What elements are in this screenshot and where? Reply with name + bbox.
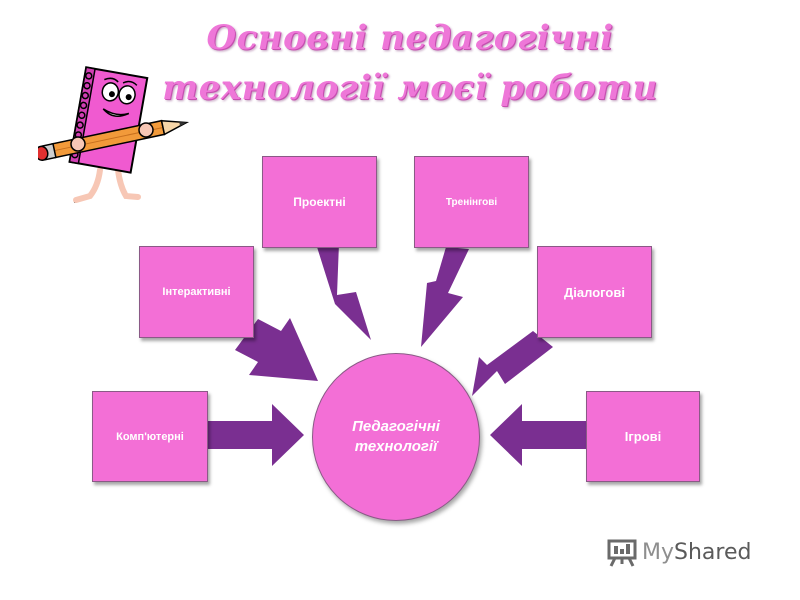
arrow-game [490,404,586,466]
node-interactive: Інтерактивні [139,246,254,338]
arrow-project [317,243,371,340]
watermark-shared: Shared [674,539,752,565]
node-computer-label: Комп'ютерні [116,430,184,443]
title-line-2: технології моєї роботи [162,68,658,108]
arrow-interactive [235,318,318,381]
node-project: Проектні [262,156,377,248]
node-game: Ігрові [586,391,700,482]
node-dialog-label: Діалогові [564,284,625,300]
center-hub-label: Педагогічні технології [352,418,440,455]
notebook-pencil-mascot-icon [38,66,190,203]
watermark-my: My [642,539,675,565]
node-training-label: Тренінгові [445,196,498,208]
node-project-label: Проектні [293,195,346,209]
title-line-1: Основні педагогічні [206,18,614,58]
arrow-dialog [472,331,553,396]
arrow-computer [208,404,304,466]
node-dialog: Діалогові [537,246,652,338]
center-hub: Педагогічні технології [312,353,480,521]
node-computer: Комп'ютерні [92,391,208,482]
node-interactive-label: Інтерактивні [162,286,231,298]
node-training: Тренінгові [414,156,529,248]
presentation-board-icon [607,539,637,567]
arrow-training [421,247,469,347]
node-game-label: Ігрові [624,429,662,444]
